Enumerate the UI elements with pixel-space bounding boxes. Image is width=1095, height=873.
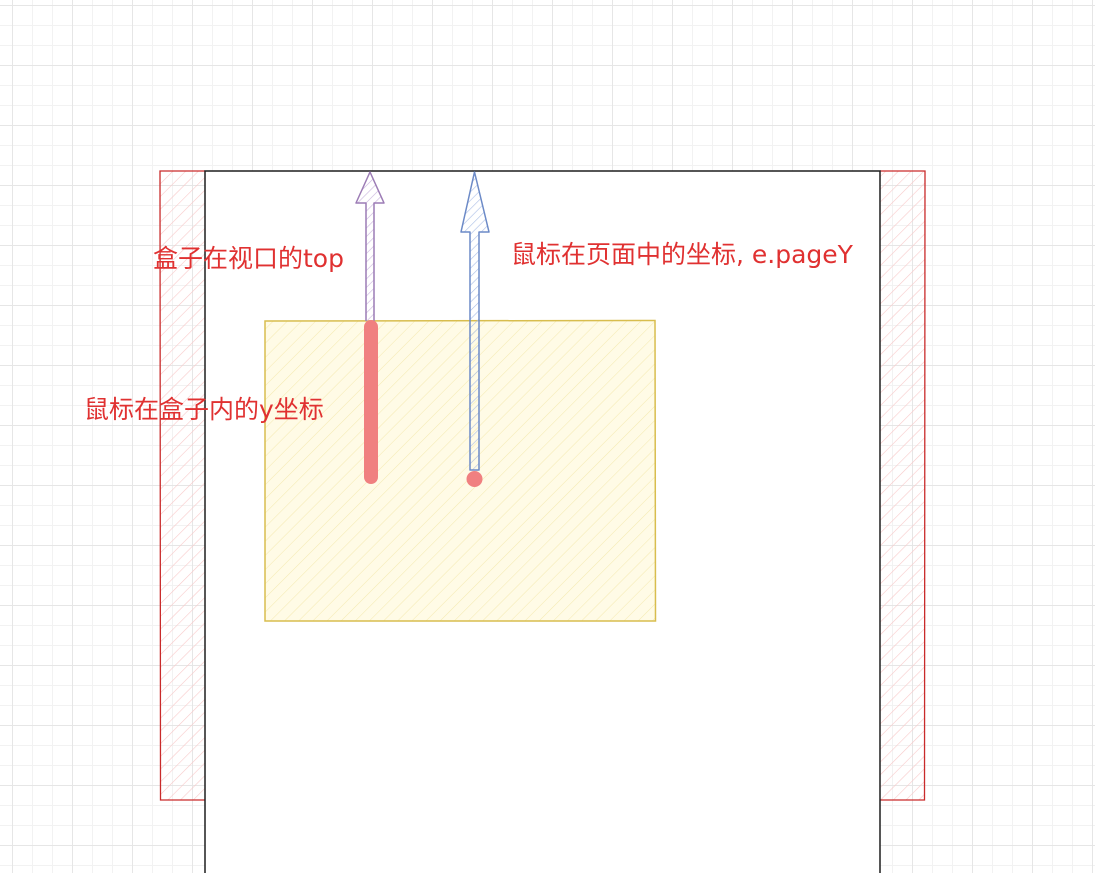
yellow-box — [264, 319, 657, 622]
box-top-arrow — [355, 171, 385, 321]
mouse-position-dot — [466, 471, 483, 487]
left-side-panel — [159, 170, 205, 801]
label-page-y: 鼠标在页面中的坐标, e.pageY — [511, 240, 854, 269]
right-side-panel — [880, 170, 926, 801]
page-y-arrow — [460, 171, 490, 471]
label-box-top: 盒子在视口的top — [153, 244, 344, 273]
label-box-y: 鼠标在盒子内的y坐标 — [84, 395, 324, 424]
